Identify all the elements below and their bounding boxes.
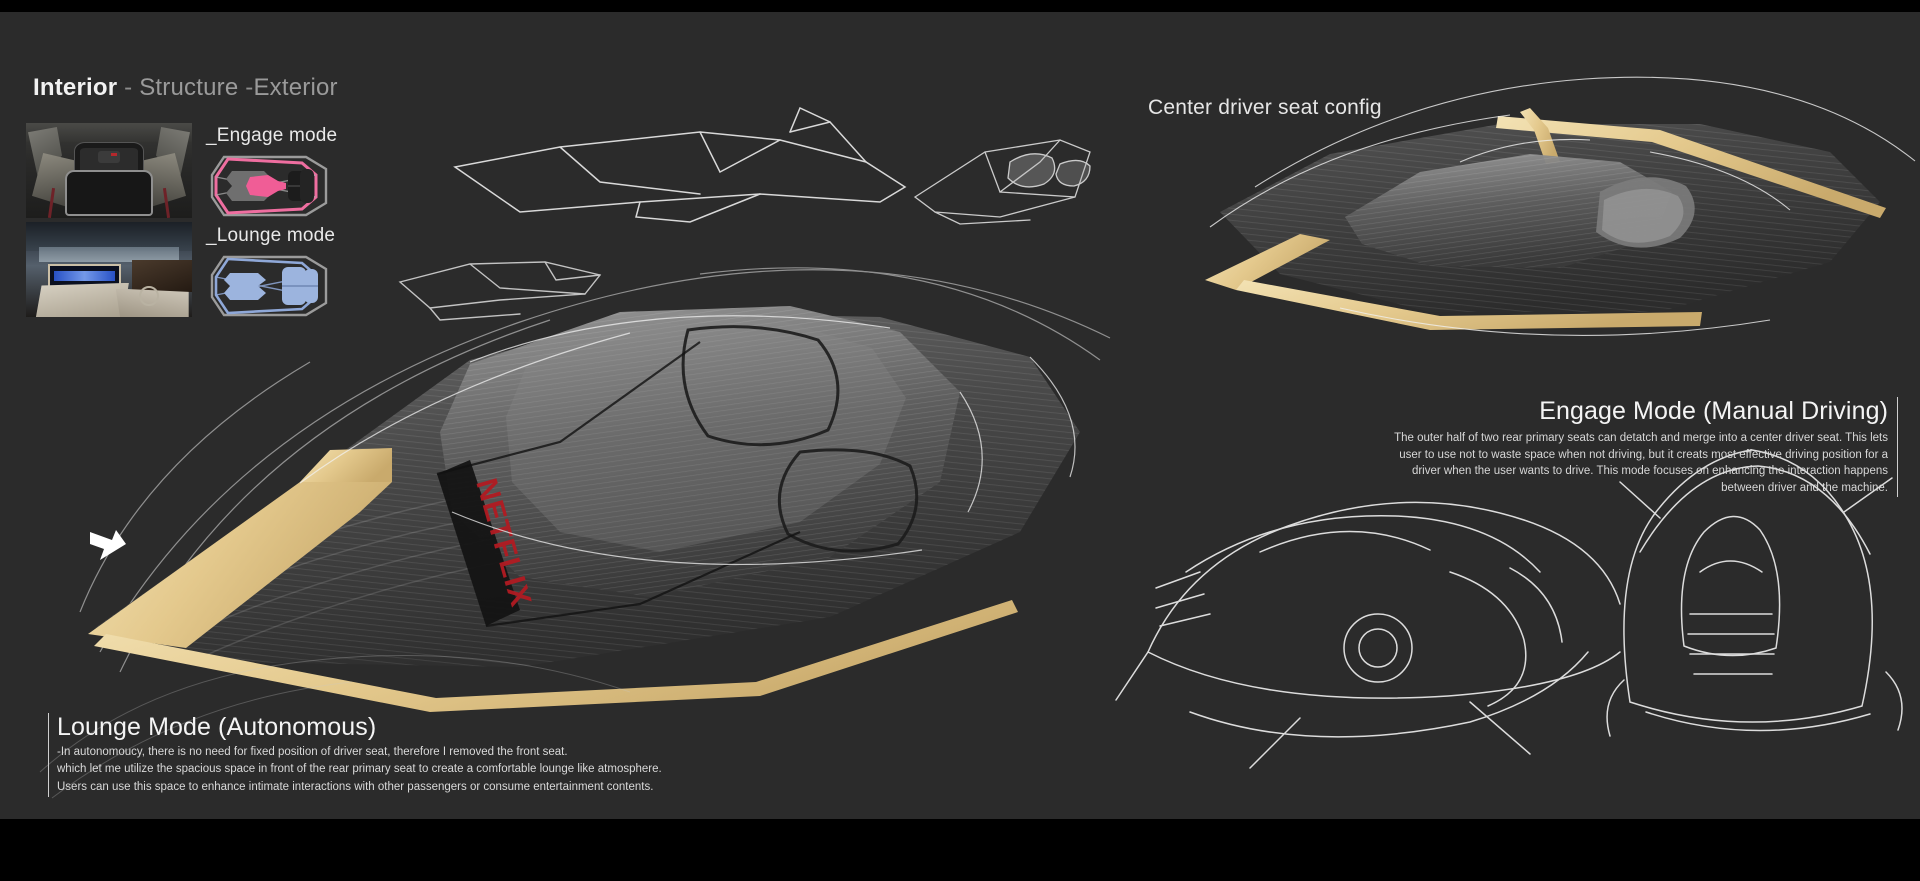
lounge-mode-text-block: Lounge Mode (Autonomous) -In autonomoucy…	[48, 712, 697, 797]
sketch-wing-lower	[398, 261, 602, 321]
center-console	[65, 170, 153, 216]
lounge-mode-diagram[interactable]	[206, 253, 336, 319]
lounge-mode-paragraph: -In autonomoucy, there is no need for fi…	[57, 744, 697, 797]
page-title: Interior - Structure -Exterior	[33, 74, 338, 102]
thumb-roof	[26, 123, 192, 142]
center-driver-seat-config-label: Center driver seat config	[1148, 96, 1382, 119]
artwork-layer: NETFLIX	[39, 76, 1916, 799]
sketch-wing-upper	[453, 106, 907, 223]
render-top-right-car	[1205, 76, 1916, 336]
lounge-line-2: which let me utilize the spacious space …	[57, 763, 662, 776]
letterbox-bottom	[0, 819, 1920, 881]
engage-mode-diagram-group: _Engage mode	[206, 125, 337, 219]
lounge-interior-photo[interactable]	[26, 222, 192, 317]
title-interior: Interior	[33, 74, 118, 101]
render-main-car: NETFLIX	[79, 267, 1111, 712]
lounge-mode-label: _Lounge mode	[206, 225, 336, 246]
lounge-seat-layout-icon	[210, 255, 328, 317]
lounge-line-1: -In autonomoucy, there is no need for fi…	[57, 745, 568, 758]
engage-mode-diagram[interactable]	[206, 153, 336, 219]
cockpit-interior-photo[interactable]	[26, 123, 192, 218]
letterbox-top	[0, 0, 1920, 12]
thumb-control-ring	[138, 285, 159, 306]
sketch-top-view	[1606, 449, 1903, 737]
engage-mode-paragraph: The outer half of two rear primary seats…	[1394, 432, 1888, 495]
lounge-mode-diagram-group: _Lounge mode	[206, 225, 336, 319]
thumb-lounge-glass	[39, 246, 179, 262]
sketch-seat-cluster	[913, 139, 1091, 225]
thumb-lounge-roof	[26, 222, 192, 251]
thumb-wood-trim	[132, 260, 192, 293]
chevron-arrow-icon	[90, 530, 126, 560]
sketch-side-view	[1115, 501, 1621, 769]
title-structure: Structure	[139, 74, 239, 101]
thumb-lounge-seat-left	[35, 282, 129, 317]
engage-seat-layout-icon	[210, 155, 328, 217]
lounge-mode-title: Lounge Mode (Autonomous)	[57, 712, 377, 741]
thumbnail-strip	[26, 123, 192, 317]
red-accent-light	[111, 153, 117, 156]
title-sep-2: -	[238, 74, 254, 101]
engage-mode-text-block: Engage Mode (Manual Driving) The outer h…	[1388, 397, 1898, 497]
title-sep-1: -	[117, 74, 140, 101]
engage-mode-label: _Engage mode	[206, 125, 338, 146]
engage-mode-title: Engage Mode (Manual Driving)	[1539, 397, 1888, 425]
title-exterior: Exterior	[253, 74, 338, 101]
lounge-line-3: Users can use this space to enhance inti…	[57, 781, 654, 794]
direction-arrow-marker	[88, 528, 128, 564]
board-canvas: NETFLIX	[0, 12, 1920, 819]
